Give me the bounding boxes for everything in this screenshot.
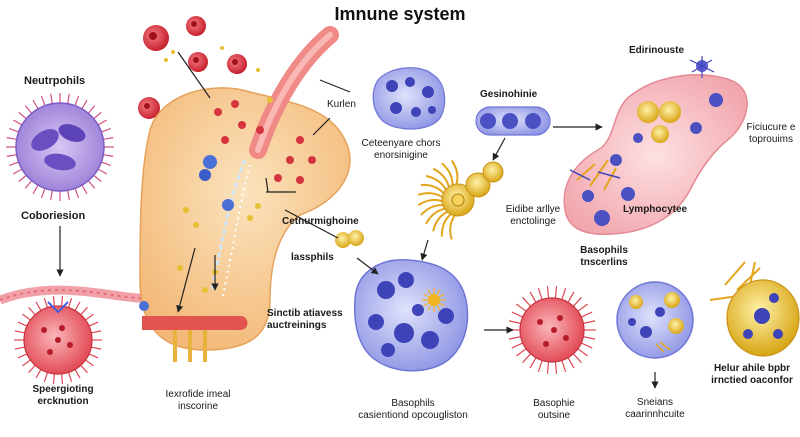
label-lymphocytee: Lymphocytee: [623, 204, 688, 215]
label-edirinouste: Edirinouste: [629, 45, 685, 56]
granular-blue-cell: [616, 281, 694, 359]
red-spiky-cell-left: [14, 296, 102, 384]
yellow-dendritic-cell: [417, 159, 504, 240]
neutrophil-cell: [6, 93, 114, 201]
label-eidibe: Eidibe arllye enctolinge: [505, 204, 561, 227]
label-coboriesion: Coboriesion: [21, 210, 86, 222]
large-blue-cell: [354, 259, 469, 372]
label-helur: Helur ahile bpbr irnctied oaconfor: [711, 363, 793, 386]
label-neutrophils: Neutrpohils: [24, 75, 86, 87]
diagram-title: Imnune system: [334, 4, 466, 24]
red-blood-cells: [138, 16, 260, 119]
label-basophils-top: Basophils tnscerlins: [580, 245, 628, 268]
label-sinctib: Sinctib atiavess auctreinings: [267, 308, 343, 331]
label-ficiucure: Ficiucure e toprouims: [746, 122, 796, 145]
red-spiky-cell-right: [508, 286, 596, 374]
label-basophils-bottom: Basophils casientiond opcougliston: [358, 398, 468, 421]
yellow-cell-pair: [335, 230, 364, 248]
blue-cell-cluster: [372, 67, 446, 130]
label-basophie: Basophie outsine: [533, 398, 575, 421]
yellow-cell-right: [709, 261, 800, 357]
label-ceteenyare: Ceteenyare chors enorsinigine: [361, 138, 441, 161]
label-cetnurmighoine: Cetnurmighoine: [282, 216, 359, 227]
pink-tissue: [563, 56, 748, 236]
label-iexrofide: Iexrofide imeal inscorine: [165, 389, 231, 412]
label-lassphils: lassphils: [291, 252, 334, 263]
central-organ: [139, 26, 351, 362]
label-kurlen: Kurlen: [327, 99, 356, 110]
arrows: [56, 51, 659, 389]
label-speergioting: Speergioting ercknution: [32, 384, 94, 407]
label-sneians: Sneians caarinnhcuite: [625, 397, 685, 420]
blue-cell-row: [475, 106, 551, 136]
label-gesinohinie: Gesinohinie: [480, 89, 538, 100]
